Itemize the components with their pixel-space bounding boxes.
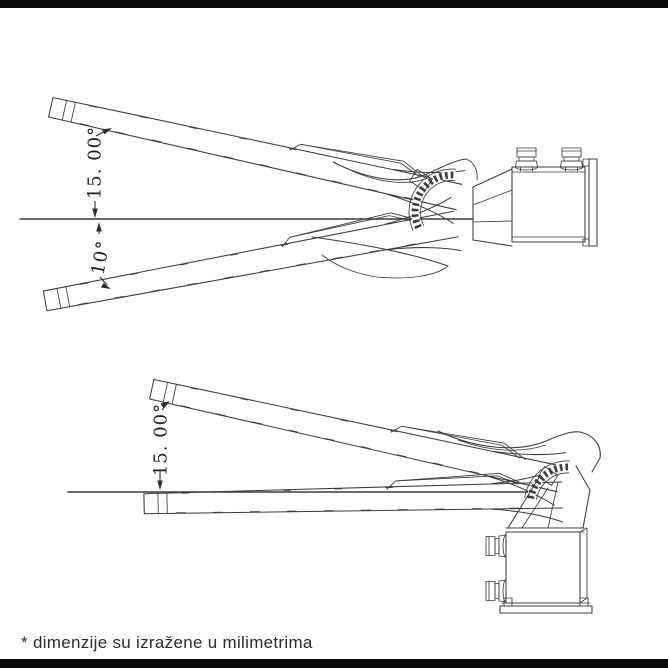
top-box-flange: [582, 158, 598, 247]
top-head-junction: [311, 158, 478, 279]
bottom-mounting-box: [485, 527, 593, 614]
cable-gland: [485, 579, 507, 603]
units-footnote: * dimenzije su izražene u milimetrima: [21, 633, 313, 652]
bottom-box-base-flange: [499, 597, 593, 614]
top-view-drawing: [19, 80, 598, 328]
top-upper-arm: [44, 80, 466, 224]
top-letterbox-bar: [0, 0, 668, 8]
cable-gland: [515, 147, 538, 172]
top-clamp-bracket: [472, 168, 513, 247]
bottom-hinge-serration: [524, 460, 570, 500]
top-tilt-up-dimension: [92, 128, 112, 218]
bottom-horizontal-arm: [143, 467, 564, 532]
cable-gland: [485, 534, 507, 558]
cable-gland: [560, 147, 583, 172]
bottom-view-drawing: [67, 362, 601, 614]
top-tilt-down-dimension: [96, 222, 111, 289]
bottom-letterbox-bar: [0, 659, 668, 668]
bottom-tilt-up-angle-label: 15. 00°: [150, 402, 172, 477]
top-tilt-up-angle-label: 15. 00°: [84, 125, 106, 200]
top-mounting-box: [511, 147, 598, 247]
bottom-tilt-up-dimension: [157, 401, 170, 490]
bottom-head-junction: [437, 430, 601, 473]
top-hinge-serration: [408, 168, 457, 231]
